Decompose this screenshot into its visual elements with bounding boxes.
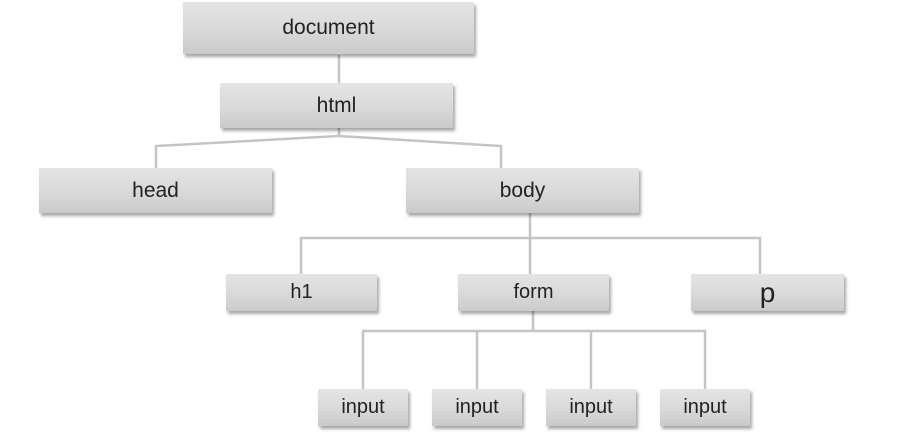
node-form: form [458,274,609,311]
node-html: html [220,83,453,128]
node-input-1: input [318,389,408,426]
node-body: body [406,168,639,213]
connector-html-head [154,128,341,168]
node-p: p [691,274,844,311]
connector-form-input-4 [533,329,707,389]
node-input-3: input [546,389,636,426]
node-input-4: input [660,389,750,426]
node-document: document [183,2,474,54]
connector-html-body [338,134,503,168]
connector-form-input-1 [361,329,533,389]
connector-body-p [530,236,762,274]
connector-body-h1 [299,236,530,274]
node-head: head [39,168,272,213]
node-h1: h1 [226,274,377,311]
node-input-2: input [432,389,522,426]
